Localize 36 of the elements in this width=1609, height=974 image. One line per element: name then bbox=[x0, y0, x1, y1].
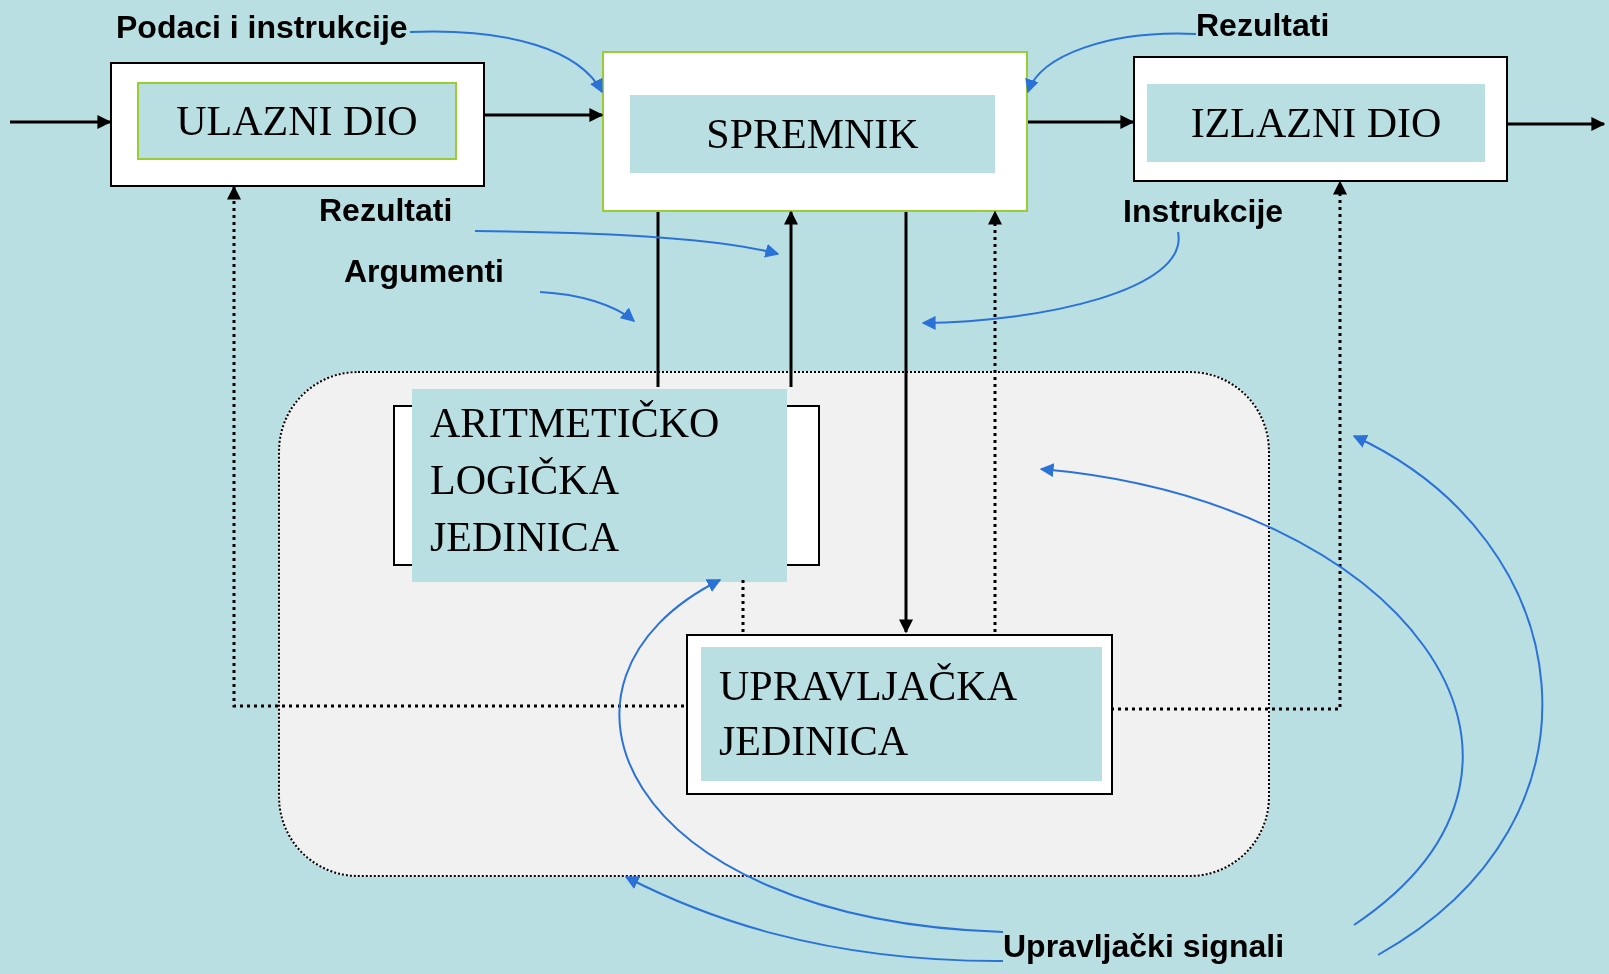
unit-box bbox=[686, 634, 1113, 795]
pointer-arrow bbox=[409, 30, 603, 94]
unit-label-panel: ARITMETIČKO LOGIČKA JEDINICA bbox=[412, 389, 787, 582]
arrow bbox=[988, 210, 1002, 632]
pointer-arrow bbox=[921, 231, 1179, 330]
arrow bbox=[1028, 115, 1135, 129]
arrow bbox=[899, 212, 913, 634]
pointer-arrow bbox=[474, 230, 780, 258]
pointer-arrow bbox=[1508, 117, 1606, 131]
pointer-arrow bbox=[618, 579, 1004, 933]
unit-label-panel: IZLAZNI DIO bbox=[1147, 84, 1485, 162]
annotation-label: Instrukcije bbox=[1123, 190, 1323, 232]
pointer-arrow bbox=[624, 876, 1004, 962]
connector-line bbox=[741, 580, 745, 632]
unit-label-panel: SPREMNIK bbox=[630, 95, 995, 173]
annotation-label: Rezultati bbox=[319, 189, 499, 231]
unit-box bbox=[1133, 56, 1508, 182]
unit-label-panel: UPRAVLJAČKA JEDINICA bbox=[701, 647, 1102, 781]
unit-box bbox=[110, 62, 485, 187]
connector-line bbox=[656, 212, 660, 387]
arrow bbox=[784, 210, 798, 387]
dotted-region bbox=[278, 371, 1270, 877]
annotation-label: Podaci i instrukcije bbox=[116, 6, 410, 48]
annotation-label: Argumenti bbox=[344, 250, 559, 292]
pointer-arrow bbox=[1026, 32, 1197, 94]
annotation-label: Rezultati bbox=[1196, 4, 1376, 46]
pointer-arrow bbox=[1352, 435, 1543, 956]
arrow bbox=[485, 108, 604, 122]
pointer-arrow bbox=[539, 291, 636, 322]
pointer-arrow bbox=[10, 115, 112, 129]
pointer-arrow bbox=[1039, 463, 1463, 926]
unit-box bbox=[602, 51, 1028, 212]
annotation-label: Upravljački signali bbox=[1003, 925, 1378, 969]
unit-label-panel: ULAZNI DIO bbox=[137, 82, 457, 160]
arrow bbox=[227, 185, 684, 708]
arrow bbox=[1111, 180, 1347, 711]
